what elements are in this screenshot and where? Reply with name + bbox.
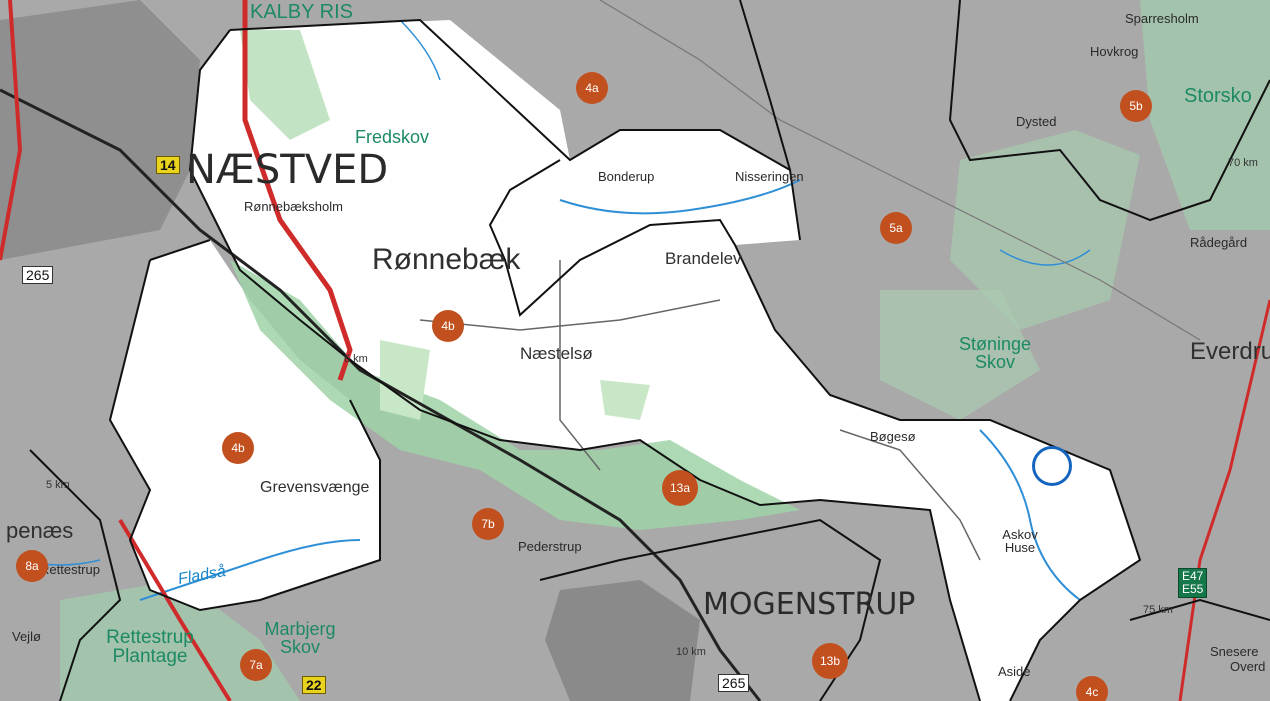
place-label-aside: Aside xyxy=(998,664,1031,679)
zone-badge-13a[interactable]: 13a xyxy=(662,470,698,506)
stream xyxy=(139,539,361,601)
place-label-overdrev: Overd xyxy=(1230,659,1266,674)
place-label-dysted: Dysted xyxy=(1016,114,1057,129)
forest-label-stoninge-skov: Støninge Skov xyxy=(958,334,1032,372)
zone-badge-4c[interactable]: 4c xyxy=(1076,676,1108,701)
main-road xyxy=(1178,299,1270,701)
stream xyxy=(559,179,801,215)
road-badge-14: 14 xyxy=(156,156,180,174)
forest-area xyxy=(380,340,430,420)
minor-road xyxy=(559,260,601,471)
main-road xyxy=(118,518,232,701)
place-label-askov-huse: Askov Huse xyxy=(1002,527,1038,555)
road-badge-22: 22 xyxy=(302,676,326,694)
place-label-bogeso: Bøgesø xyxy=(870,429,916,444)
stream xyxy=(399,19,441,81)
marker-circle-icon[interactable] xyxy=(1032,446,1072,486)
forest-label-storskov: Storsko xyxy=(1184,85,1252,107)
main-road xyxy=(0,0,23,261)
zone-badge-4b-west[interactable]: 4b xyxy=(222,432,254,464)
distance-label: 6 km xyxy=(344,353,368,365)
zone-boundary xyxy=(539,518,882,701)
main-road xyxy=(242,0,353,381)
euro-route-badge: E47 E55 xyxy=(1178,568,1208,599)
forest-area xyxy=(240,30,330,140)
road-badge-265-south: 265 xyxy=(718,674,750,692)
zone-boundary xyxy=(29,449,122,701)
zone-region xyxy=(110,240,380,610)
stream xyxy=(979,429,1081,601)
place-label-bonderup: Bonderup xyxy=(598,169,655,184)
zone-boundary xyxy=(739,0,791,171)
place-label-hovkrog: Hovkrog xyxy=(1090,44,1139,59)
urban-area xyxy=(545,580,700,701)
zone-badge-5b[interactable]: 5b xyxy=(1120,90,1152,122)
forest-area xyxy=(230,260,800,530)
forest-label-fredskov: Fredskov xyxy=(355,127,430,147)
zone-badge-4b[interactable]: 4b xyxy=(432,310,464,342)
place-label-radegard: Rådegård xyxy=(1190,235,1248,250)
zone-badge-7b[interactable]: 7b xyxy=(472,508,504,540)
zone-badge-4a[interactable]: 4a xyxy=(576,72,608,104)
town-label-everdrup: Everdru xyxy=(1190,338,1270,365)
forest-label-kalby-ris: KALBY RIS xyxy=(250,1,354,23)
zone-boundary xyxy=(188,29,981,701)
place-label-pederstrup: Pederstrup xyxy=(518,539,582,554)
place-label-snesere: Snesere xyxy=(1210,644,1259,659)
town-label-naestved: NÆSTVED xyxy=(186,147,389,193)
minor-road xyxy=(419,299,721,331)
minor-road xyxy=(839,429,981,561)
place-label-vejlo: Vejlø xyxy=(12,629,41,644)
place-label-ronnebaeksholm: Rønnebæksholm xyxy=(244,199,343,214)
zone-boundary xyxy=(488,159,1142,701)
forest-area xyxy=(1140,0,1270,230)
town-label-mogenstrup: MOGENSTRUP xyxy=(703,587,916,622)
distance-label: 5 km xyxy=(46,479,70,491)
forest-label-rettestrup-plantage: Rettestrup Plantage xyxy=(106,627,194,667)
zone-boundary xyxy=(948,0,1270,222)
place-label-grevensvaenge: Grevensvænge xyxy=(260,479,370,496)
stream xyxy=(999,249,1091,266)
water-label-fladsa: Fladså xyxy=(176,562,228,589)
place-label-sparresholm: Sparresholm xyxy=(1125,11,1199,26)
zone-boundary xyxy=(1129,598,1270,621)
zone-region xyxy=(190,20,1140,701)
distance-label: 10 km xyxy=(676,646,706,658)
distance-label: 75 km xyxy=(1143,604,1173,616)
zone-badge-7a[interactable]: 7a xyxy=(240,649,272,681)
place-label-naestelso: Næstelsø xyxy=(520,344,593,363)
place-label-brandelev: Brandelev xyxy=(665,249,742,268)
zone-boundary xyxy=(108,239,381,612)
forest-label-marbjerg-skov: Marbjerg Skov xyxy=(264,619,336,657)
forest-area xyxy=(880,290,1040,420)
forest-area xyxy=(60,580,300,701)
town-label-ronnebaek: Rønnebæk xyxy=(372,243,521,276)
forest-area xyxy=(600,380,650,420)
forest-area xyxy=(950,130,1140,330)
place-label-penaes: penæs xyxy=(6,518,74,543)
road-badge-265: 265 xyxy=(22,266,54,284)
minor-road xyxy=(599,0,1201,341)
place-label-rettestrup: Rettestrup xyxy=(40,562,100,577)
zone-badge-5a[interactable]: 5a xyxy=(880,212,912,244)
place-label-nisseringen: Nisseringen xyxy=(735,169,804,184)
euro-route-e47: E47 xyxy=(1182,569,1204,583)
urban-area xyxy=(0,0,200,260)
zone-badge-8a[interactable]: 8a xyxy=(16,550,48,582)
railway xyxy=(0,88,762,701)
zone-boundary xyxy=(129,259,151,341)
euro-route-e55: E55 xyxy=(1182,582,1204,597)
distance-label: 70 km xyxy=(1228,157,1258,169)
zone-badge-13b[interactable]: 13b xyxy=(812,643,848,679)
